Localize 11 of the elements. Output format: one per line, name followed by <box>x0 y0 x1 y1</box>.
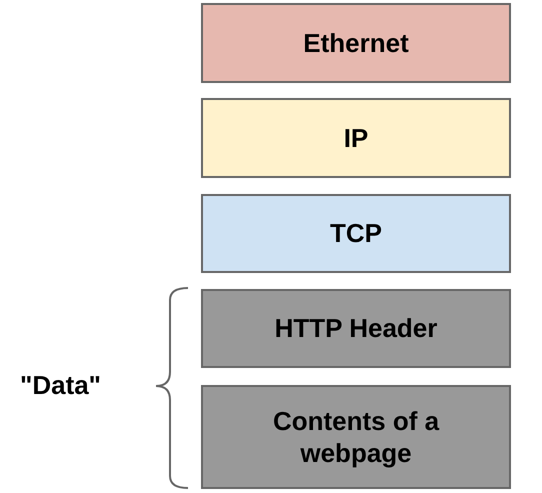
layer-box <box>201 289 511 368</box>
layer-box <box>201 98 511 178</box>
layer-label: Contents of a webpage <box>272 404 440 470</box>
layer-label: Ethernet <box>302 26 410 60</box>
bracket-label: "Data" <box>20 370 102 401</box>
layer-box <box>201 385 511 489</box>
layer-box <box>201 194 511 273</box>
layer-box <box>201 3 511 83</box>
layer-label: TCP <box>329 217 383 250</box>
layer-label: HTTP Header <box>274 312 438 345</box>
layer-label: IP <box>342 122 370 154</box>
